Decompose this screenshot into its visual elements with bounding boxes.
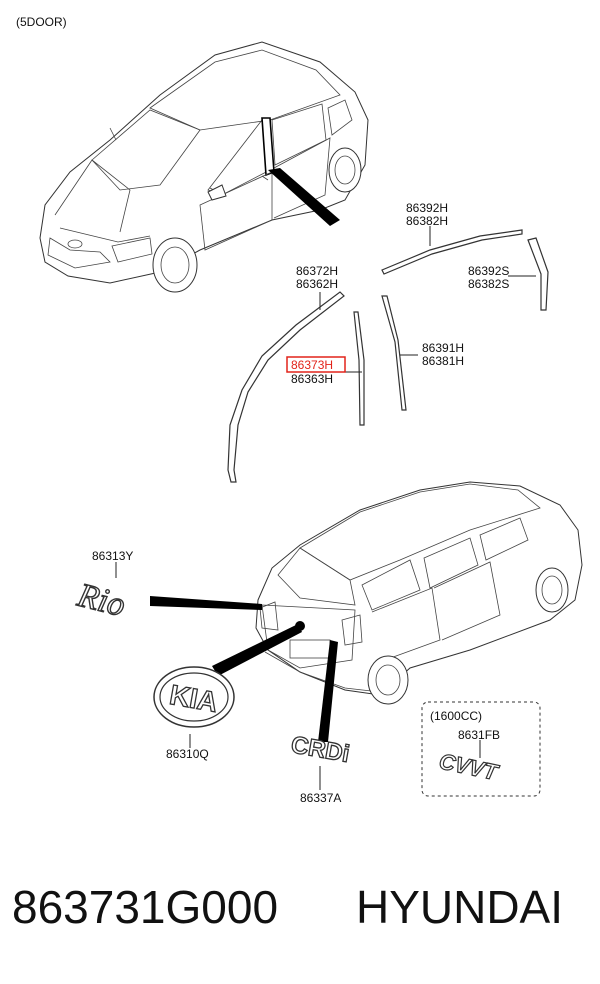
label-86382S: 86382S (468, 277, 509, 291)
leader-rio (150, 596, 262, 610)
label-86363H: 86363H (291, 372, 333, 386)
rio-emblem: Rio (72, 576, 129, 625)
label-86373H: 86373H (291, 358, 333, 372)
label-86392H: 86392H (406, 201, 448, 215)
label-86362H: 86362H (296, 277, 338, 291)
label-86391H: 86391H (422, 341, 464, 355)
engine-option-box (421, 701, 541, 797)
label-8631FB: 8631FB (458, 728, 500, 742)
label-86313Y: 86313Y (92, 549, 133, 563)
leader-lines (115, 226, 536, 790)
footer: 863731G000 HYUNDAI (0, 876, 600, 946)
crdi-emblem: CRDi (288, 731, 352, 769)
label-86310Q: 86310Q (166, 747, 209, 761)
label-86372H: 86372H (296, 264, 338, 278)
label-86382H: 86382H (406, 214, 448, 228)
highlight-box (286, 356, 346, 373)
rio-emblem-text: Rio (73, 577, 129, 625)
leader-kia (212, 624, 302, 676)
kia-emblem: KIA (153, 666, 235, 728)
leader-crdi (318, 640, 338, 742)
crdi-emblem-text: CRDi (289, 731, 351, 768)
cvvt-emblem: CVVT (436, 748, 501, 786)
rear-car-illustration (255, 481, 583, 705)
label-86337A: 86337A (300, 791, 341, 805)
part-number: 863731G000 (12, 881, 279, 933)
label-86392S: 86392S (468, 264, 509, 278)
front-car-illustration (39, 41, 369, 293)
variant-label: (5DOOR) (16, 15, 67, 29)
leader-front-pillar (268, 168, 340, 226)
label-engine: (1600CC) (430, 709, 482, 723)
brand-name: HYUNDAI (356, 881, 564, 933)
moulding-parts (227, 229, 549, 483)
cvvt-emblem-text: CVVT (437, 748, 501, 785)
label-86381H: 86381H (422, 354, 464, 368)
